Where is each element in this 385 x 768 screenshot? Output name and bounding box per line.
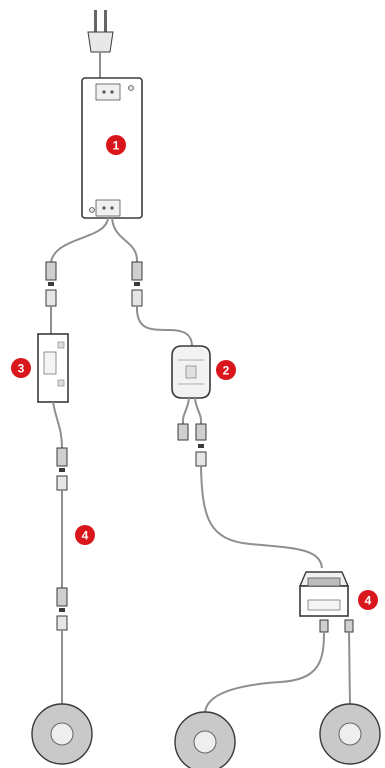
- psu-output-cables: [50, 217, 139, 263]
- svg-text:4: 4: [365, 594, 372, 608]
- heating-pad-left: [31, 703, 93, 765]
- callout-1: 1: [106, 135, 126, 155]
- junction-box: [298, 571, 350, 617]
- splitter-connectors: [177, 423, 207, 467]
- control-box: [37, 333, 69, 403]
- junction-connectors: [319, 619, 354, 633]
- cable-to-junction-box: [200, 465, 323, 569]
- power-plug: [87, 10, 114, 80]
- connector-left-mid: [56, 447, 68, 491]
- connector-left-low: [56, 587, 68, 631]
- splitter: [171, 345, 211, 399]
- svg-text:3: 3: [18, 362, 25, 376]
- callout-4-right: 4: [358, 590, 378, 610]
- callout-4-left: 4: [75, 525, 95, 545]
- heating-pad-right: [319, 703, 381, 765]
- svg-text:1: 1: [113, 139, 120, 153]
- connector-left-top: [45, 261, 57, 307]
- connector-right-top: [131, 261, 143, 307]
- svg-text:4: 4: [82, 529, 89, 543]
- heating-pad-middle: [174, 711, 236, 768]
- callout-2: 2: [216, 360, 236, 380]
- callout-3: 3: [11, 358, 31, 378]
- splitter-output-cables: [181, 397, 203, 425]
- junction-output-cables: [204, 631, 351, 715]
- cable-to-splitter: [135, 305, 193, 347]
- cable-control-box-lower: [52, 401, 63, 449]
- svg-text:2: 2: [223, 364, 230, 378]
